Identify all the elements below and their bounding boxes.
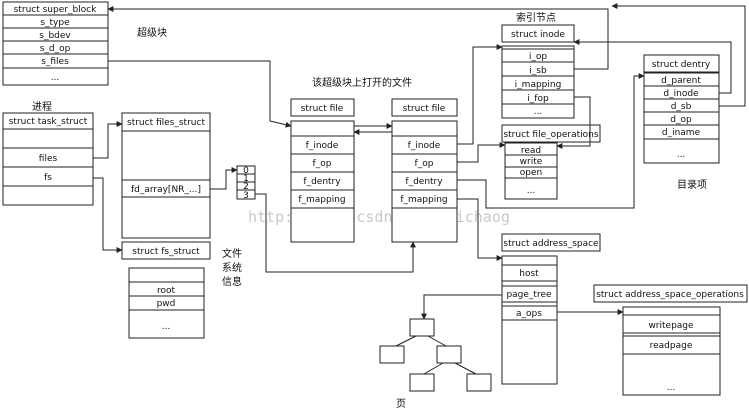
- file-a-f-inode: f_inode: [306, 141, 339, 151]
- fd-index-1: 1: [243, 174, 249, 184]
- pointer-arrows: [93, 3, 746, 320]
- address-space-struct: struct address_space host page_tree a_op…: [501, 233, 601, 385]
- fop-read: read: [521, 146, 541, 156]
- dentry-d-parent: d_parent: [661, 76, 701, 86]
- files-struct-title: struct files_struct: [127, 118, 205, 128]
- dentry-struct: struct dentry d_parent d_inode d_sb d_op…: [643, 54, 720, 164]
- as-host: host: [519, 269, 539, 279]
- label-dentry-caption: 目录项: [677, 179, 707, 191]
- address-space-title: struct address_space: [503, 239, 599, 249]
- dentry-title: struct dentry: [652, 60, 711, 70]
- file-struct-a: struct file f_inode f_op f_dentry f_mapp…: [290, 98, 355, 243]
- page-node-l2-right: [466, 373, 492, 392]
- address-space-operations-struct: struct address_space_operations writepag…: [593, 284, 748, 396]
- label-fs-info-3: 信息: [222, 275, 242, 288]
- file-b-f-mapping: f_mapping: [400, 195, 447, 205]
- aso-readpage: readpage: [650, 341, 693, 351]
- files-field-fd-array: fd_array[NR_...]: [131, 185, 201, 195]
- as-page-tree: page_tree: [506, 290, 552, 300]
- file-a-f-mapping: f_mapping: [298, 195, 345, 205]
- sb-field-s-d-op: s_d_op: [40, 44, 71, 54]
- inode-struct: struct inode i_op i_sb i_mapping i_fop .…: [501, 24, 575, 119]
- fd-index-0: 0: [243, 166, 249, 176]
- page-node-l1-left: [379, 345, 405, 364]
- label-superblock: 超级块: [137, 26, 167, 39]
- task-field-fs: fs: [44, 173, 52, 183]
- inode-i-fop: i_fop: [527, 94, 549, 104]
- dentry-d-inode: d_inode: [663, 89, 699, 99]
- file-b-f-op: f_op: [415, 159, 434, 169]
- fop-open: open: [520, 168, 542, 178]
- aso-ellipsis: ...: [667, 383, 676, 393]
- fd-index-2: 2: [243, 182, 249, 192]
- sb-field-s-files: s_files: [41, 57, 69, 67]
- dentry-d-sb: d_sb: [671, 102, 692, 112]
- fs-field-ellipsis: ...: [162, 322, 171, 332]
- aso-title: struct address_space_operations: [596, 290, 744, 300]
- aso-writepage: writepage: [648, 321, 694, 331]
- file-a-f-dentry: f_dentry: [303, 177, 341, 187]
- file-operations-title: struct file_operations: [503, 130, 598, 140]
- file-operations-struct: struct file_operations read write open .…: [501, 124, 601, 200]
- page-tree: [379, 318, 492, 392]
- inode-i-op: i_op: [529, 52, 548, 62]
- page-node-l1-right: [436, 345, 462, 364]
- file-struct-b: struct file f_inode f_op f_dentry f_mapp…: [391, 98, 458, 243]
- files-struct: struct files_struct fd_array[NR_...]: [121, 112, 211, 239]
- sb-field-ellipsis: ...: [51, 73, 60, 83]
- dentry-d-op: d_op: [670, 115, 692, 125]
- sb-field-s-type: s_type: [40, 18, 70, 28]
- file-b-f-dentry: f_dentry: [405, 177, 443, 187]
- label-fs-info-1: 文件: [222, 247, 242, 260]
- file-a-title: struct file: [301, 104, 344, 114]
- fs-struct-title: struct fs_struct: [132, 247, 200, 257]
- sb-field-s-bdev: s_bdev: [39, 31, 71, 41]
- page-node-root: [409, 318, 435, 337]
- inode-i-mapping: i_mapping: [515, 80, 562, 90]
- label-inode-title: 索引节点: [516, 11, 556, 24]
- super-block-title: struct super_block: [14, 5, 97, 15]
- super-block-struct: struct super_block s_type s_bdev s_d_op …: [2, 1, 109, 86]
- fs-struct: struct fs_struct root pwd ...: [121, 241, 211, 339]
- file-b-title: struct file: [403, 104, 446, 114]
- file-b-f-inode: f_inode: [408, 141, 441, 151]
- task-field-files: files: [39, 154, 58, 164]
- dentry-ellipsis: ...: [677, 150, 686, 160]
- task-struct-title: struct task_struct: [9, 117, 88, 127]
- as-a-ops: a_ops: [516, 309, 542, 319]
- fs-field-pwd: pwd: [157, 299, 176, 309]
- inode-ellipsis: ...: [534, 107, 543, 117]
- label-page: 页: [396, 398, 406, 410]
- fs-field-root: root: [157, 286, 176, 296]
- inode-title: struct inode: [511, 30, 565, 40]
- inode-i-sb: i_sb: [529, 66, 547, 76]
- label-process: 进程: [32, 101, 52, 113]
- task-struct: struct task_struct files fs: [2, 112, 94, 206]
- watermark-text: http://blog.csdn.net/shichaog: [248, 208, 510, 226]
- fd-index-array: 0 1 2 3: [236, 165, 256, 201]
- fd-index-3: 3: [243, 191, 249, 201]
- label-opened-files: 该超级块上打开的文件: [312, 76, 412, 89]
- file-a-f-op: f_op: [313, 159, 332, 169]
- fop-write: write: [520, 157, 543, 167]
- fop-ellipsis: ...: [527, 186, 536, 196]
- page-node-l2-left: [409, 373, 435, 392]
- label-fs-info-2: 系统: [222, 261, 242, 274]
- dentry-d-iname: d_iname: [662, 128, 701, 138]
